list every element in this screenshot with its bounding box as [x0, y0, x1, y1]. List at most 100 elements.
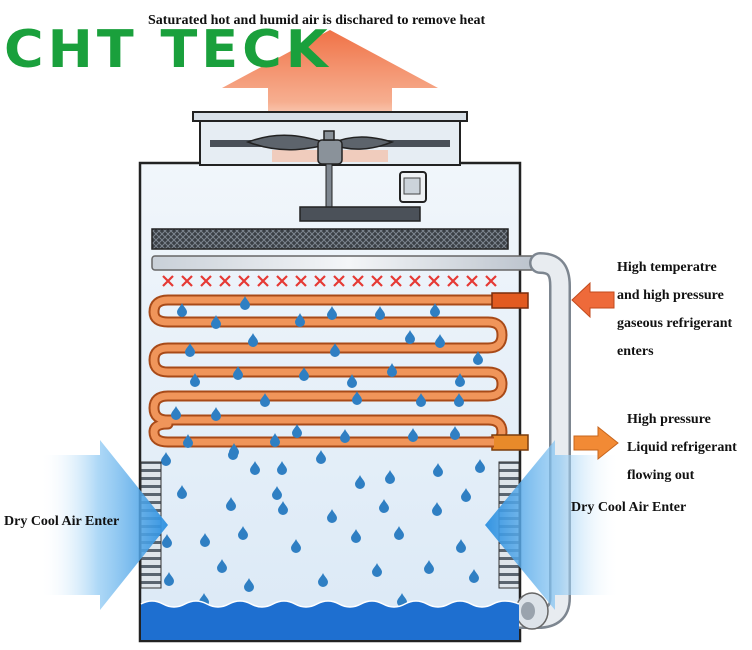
water-drop [450, 426, 460, 440]
water-drop [408, 428, 418, 442]
water-drop [211, 315, 221, 329]
water-drop [375, 306, 385, 320]
water-drop [433, 463, 443, 477]
water-drop [379, 499, 389, 513]
water-drop [351, 529, 361, 543]
water-drop [217, 559, 227, 573]
spray-x-mark [485, 275, 497, 287]
water-drop [278, 501, 288, 515]
water-drop [372, 563, 382, 577]
spray-x-mark [276, 275, 288, 287]
coil-outlet-header [491, 434, 529, 451]
water-drop [248, 333, 258, 347]
water-drop [277, 461, 287, 475]
coil-inlet-header [491, 292, 529, 309]
cool-air-arrow-left [40, 440, 168, 610]
water-drop [164, 572, 174, 586]
spray-x-mark [390, 275, 402, 287]
water-drop [177, 485, 187, 499]
water-drop [416, 393, 426, 407]
refrigerant-outlet-arrow [573, 425, 619, 461]
water-drop [190, 373, 200, 387]
water-drop [295, 313, 305, 327]
water-drop [250, 461, 260, 475]
water-drop [405, 330, 415, 344]
brand-logo: CHT TECK [4, 19, 332, 80]
water-drop [185, 343, 195, 357]
cool-air-arrow-right [485, 440, 620, 610]
inlet-line-2: and high pressure [617, 288, 724, 303]
water-drop [469, 569, 479, 583]
water-drop [292, 424, 302, 438]
water-drop [340, 429, 350, 443]
water-drop [475, 459, 485, 473]
hot-air-label: Saturated hot and humid air is dischared… [148, 13, 486, 28]
motor-icon [399, 171, 427, 203]
inlet-line-1: High temperatre [617, 260, 717, 275]
water-drop [355, 475, 365, 489]
drive-shelf [299, 206, 421, 222]
water-drop [260, 393, 270, 407]
water-drop [330, 343, 340, 357]
outlet-line-2: Liquid refrigerant [627, 440, 737, 455]
water-drop [385, 470, 395, 484]
water-drop [299, 367, 309, 381]
basin-water [141, 601, 519, 640]
spray-header [151, 255, 547, 271]
spray-nozzles [162, 275, 497, 287]
water-drop [387, 363, 397, 377]
condenser-coil [148, 292, 529, 451]
inlet-line-4: enters [617, 344, 654, 359]
water-drop [432, 502, 442, 516]
spray-x-mark [238, 275, 250, 287]
spray-x-mark [466, 275, 478, 287]
water-drop [461, 488, 471, 502]
spray-x-mark [447, 275, 459, 287]
spray-x-mark [257, 275, 269, 287]
water-drop [454, 393, 464, 407]
spray-x-mark [371, 275, 383, 287]
drift-eliminator [151, 228, 509, 250]
water-drop [228, 446, 238, 460]
water-drop [455, 373, 465, 387]
cool-air-right-label: Dry Cool Air Enter [571, 500, 687, 515]
water-drop [394, 526, 404, 540]
water-drop [238, 526, 248, 540]
fan-icon [245, 130, 395, 211]
water-drop [473, 351, 483, 365]
water-drop [291, 539, 301, 553]
water-drop [240, 296, 250, 310]
spray-x-mark [162, 275, 174, 287]
spray-x-mark [314, 275, 326, 287]
spray-x-mark [333, 275, 345, 287]
spray-x-mark [295, 275, 307, 287]
water-drop [162, 534, 172, 548]
water-drop [211, 407, 221, 421]
water-drop [327, 509, 337, 523]
spray-x-mark [200, 275, 212, 287]
water-drop [272, 486, 282, 500]
water-drop [318, 573, 328, 587]
water-drop [347, 374, 357, 388]
water-drop [244, 578, 254, 592]
refrigerant-inlet-label: High temperatre and high pressure gaseou… [617, 254, 732, 366]
inlet-line-3: gaseous refrigerant [617, 316, 733, 331]
pipe-elbow [515, 592, 549, 630]
water-drop [200, 533, 210, 547]
water-drop [435, 334, 445, 348]
outlet-line-3: flowing out [627, 468, 695, 483]
water-droplets [161, 296, 485, 607]
water-drop [183, 434, 193, 448]
water-drop [233, 366, 243, 380]
water-drop [430, 303, 440, 317]
water-drop [226, 497, 236, 511]
water-drop [177, 303, 187, 317]
refrigerant-inlet-arrow [571, 281, 615, 319]
water-drop [316, 450, 326, 464]
water-drop [171, 406, 181, 420]
water-drop [327, 306, 337, 320]
cool-air-left-label: Dry Cool Air Enter [4, 514, 120, 529]
outlet-line-1: High pressure [627, 412, 711, 427]
water-drop [352, 391, 362, 405]
